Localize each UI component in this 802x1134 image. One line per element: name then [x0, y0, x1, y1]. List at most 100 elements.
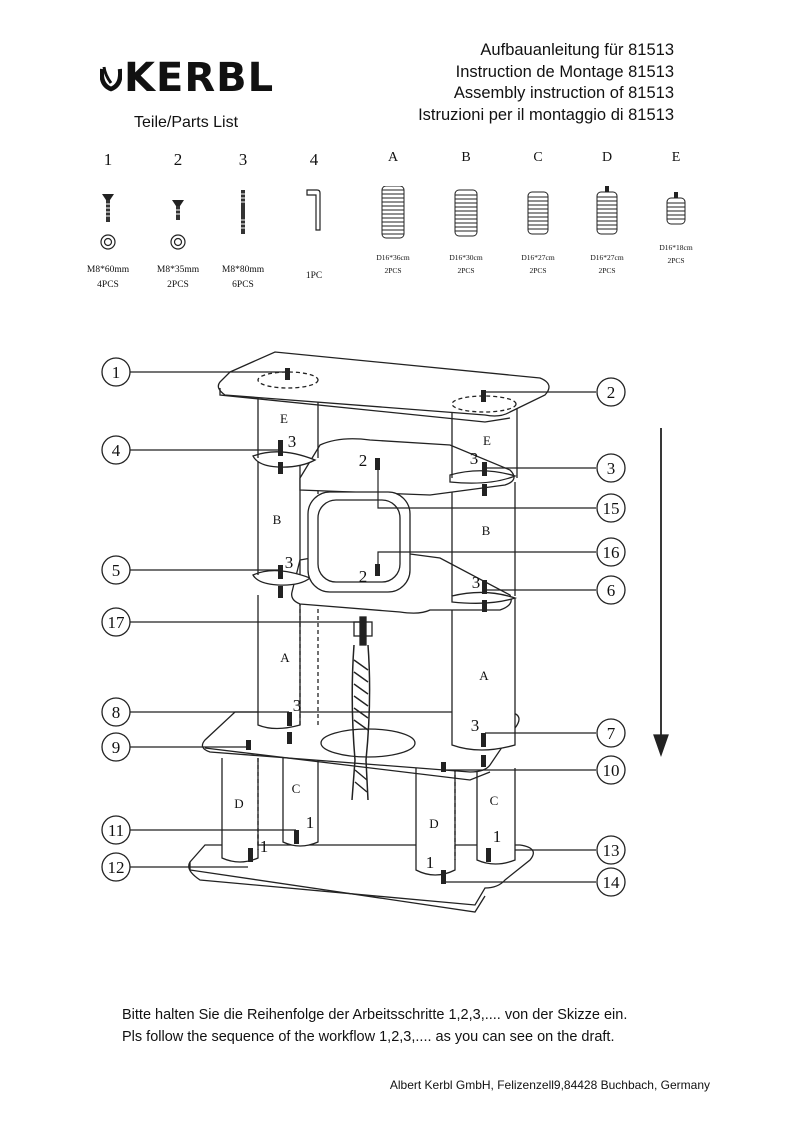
title-en: Assembly instruction of 81513 — [453, 84, 674, 102]
part-label: 4 — [309, 150, 319, 169]
part-spec: D16*36cm — [376, 253, 410, 262]
assembly-drawing: 1 2 3 4 5 6 7 8 9 10 11 12 13 14 15 16 1… — [101, 351, 669, 913]
part-qty: 2PCS — [598, 266, 616, 275]
instruction-footer: Bitte halten Sie die Reihenfolge der Arb… — [122, 1004, 627, 1048]
short-bolt-with-washer-icon — [170, 200, 186, 250]
callout-2: 2 — [607, 383, 616, 402]
callout-5: 5 — [112, 561, 121, 580]
callout-4: 4 — [112, 441, 121, 460]
callout-9: 9 — [112, 738, 121, 757]
part-E: E D16*18cm 2PCS — [641, 150, 711, 265]
part-spec: M8*80mm — [221, 265, 265, 275]
part-B: B D16*30cm 2PCS — [431, 150, 501, 275]
bolt-with-washer-icon — [100, 194, 116, 250]
step-1: 1 — [426, 853, 435, 872]
callout-circles — [101, 357, 626, 897]
step-3: 3 — [472, 573, 481, 592]
callout-numbers: 1 2 3 4 5 6 7 8 9 10 11 12 13 14 15 16 1… — [108, 363, 621, 892]
part-1: 1 M8*60mm 4PCS — [73, 150, 143, 291]
post-B-icon — [454, 189, 478, 237]
upper-shelf — [299, 438, 515, 496]
step-3: 3 — [288, 432, 297, 451]
post-C-icon — [527, 191, 549, 235]
callout-12: 12 — [108, 858, 125, 877]
callout-8: 8 — [112, 703, 121, 722]
post-A-icon — [381, 185, 405, 239]
post-label-B-right: B — [482, 523, 491, 538]
callout-15: 15 — [603, 499, 620, 518]
part-label: 2 — [173, 150, 183, 169]
down-arrow-icon — [653, 428, 669, 757]
callout-7: 7 — [607, 724, 616, 743]
step-2: 2 — [359, 567, 368, 586]
title-fr: Instruction de Montage 81513 — [455, 62, 674, 81]
part-spec: D16*27cm — [521, 253, 555, 262]
part-label: 1 — [103, 150, 113, 169]
title-it: Istruzioni per il montaggio di 81513 — [418, 105, 674, 124]
top-board — [217, 351, 550, 417]
logo-text: KERBL — [124, 55, 275, 101]
shelf-window — [307, 491, 411, 593]
title-de: Aufbauanleitung für 81513 — [480, 41, 674, 59]
part-spec: D16*30cm — [449, 253, 483, 262]
post-label-C-left: C — [292, 781, 301, 796]
callout-1: 1 — [112, 363, 121, 382]
parts-list: 1 M8*60mm 4PCS 2 M8*35mm 2PCS 3 — [87, 150, 728, 300]
part-C: C D16*27cm 2PCS — [503, 150, 573, 275]
part-qty: 2PCS — [529, 266, 547, 275]
step-3: 3 — [471, 716, 480, 735]
callout-17: 17 — [108, 613, 126, 632]
part-qty: 2PCS — [384, 266, 402, 275]
post-label-A-right: A — [479, 668, 489, 683]
step-3: 3 — [285, 553, 294, 572]
part-qty: 2PCS — [457, 266, 475, 275]
callout-14: 14 — [603, 873, 621, 892]
part-qty: 2PCS — [167, 280, 189, 290]
post-label-D-left: D — [234, 796, 243, 811]
part-qty: 4PCS — [97, 280, 119, 290]
part-spec: M8*60mm — [86, 265, 130, 275]
callout-10: 10 — [603, 761, 620, 780]
step-numbers: 3 3 3 3 3 3 2 2 1 1 1 1 — [260, 432, 502, 872]
part-spec: D16*18cm — [659, 243, 693, 252]
post-label-D-right: D — [429, 816, 438, 831]
sisal-rope — [351, 616, 373, 801]
callout-6: 6 — [607, 581, 616, 600]
part-4: 4 1PC — [279, 150, 349, 282]
callout-16: 16 — [603, 543, 620, 562]
step-3: 3 — [293, 696, 302, 715]
part-label: D — [601, 150, 613, 165]
callout-11: 11 — [108, 821, 124, 840]
part-D: D D16*27cm 2PCS — [572, 150, 642, 275]
kerbl-horns-icon — [100, 66, 122, 92]
post-label-B-left: B — [273, 512, 282, 527]
threaded-rod-icon — [241, 190, 245, 234]
post-letters: E E B B A A C C D D — [234, 411, 498, 831]
allen-key-icon — [306, 189, 321, 231]
lower-posts — [221, 758, 516, 876]
part-qty: 1PC — [305, 271, 323, 281]
brand-logo: KERBL — [100, 55, 274, 101]
company-address: Albert Kerbl GmbH, Felizenzell9,84428 Bu… — [389, 1078, 710, 1092]
instruction-titles: Aufbauanleitung für 81513 Instruction de… — [418, 40, 674, 126]
part-label: C — [533, 150, 543, 165]
part-qty: 2PCS — [667, 256, 685, 265]
post-label-A-left: A — [280, 650, 290, 665]
post-label-C-right: C — [490, 793, 499, 808]
part-spec: M8*35mm — [156, 265, 200, 275]
footer-line-en: Pls follow the sequence of the workflow … — [122, 1029, 615, 1045]
part-spec: D16*27cm — [590, 253, 624, 262]
part-label: A — [387, 150, 399, 165]
part-2: 2 M8*35mm 2PCS — [143, 150, 213, 291]
part-label: E — [671, 150, 681, 165]
part-label: 3 — [238, 150, 248, 169]
callout-3: 3 — [607, 459, 616, 478]
post-label-E-right: E — [483, 433, 491, 448]
part-label: B — [461, 150, 471, 165]
post-label-E-left: E — [280, 411, 288, 426]
leader-lines — [130, 371, 596, 883]
step-1: 1 — [306, 813, 315, 832]
parts-list-title: Teile/Parts List — [134, 114, 239, 131]
post-E-icon — [666, 192, 686, 225]
footer-line-de: Bitte halten Sie die Reihenfolge der Arb… — [122, 1007, 628, 1023]
